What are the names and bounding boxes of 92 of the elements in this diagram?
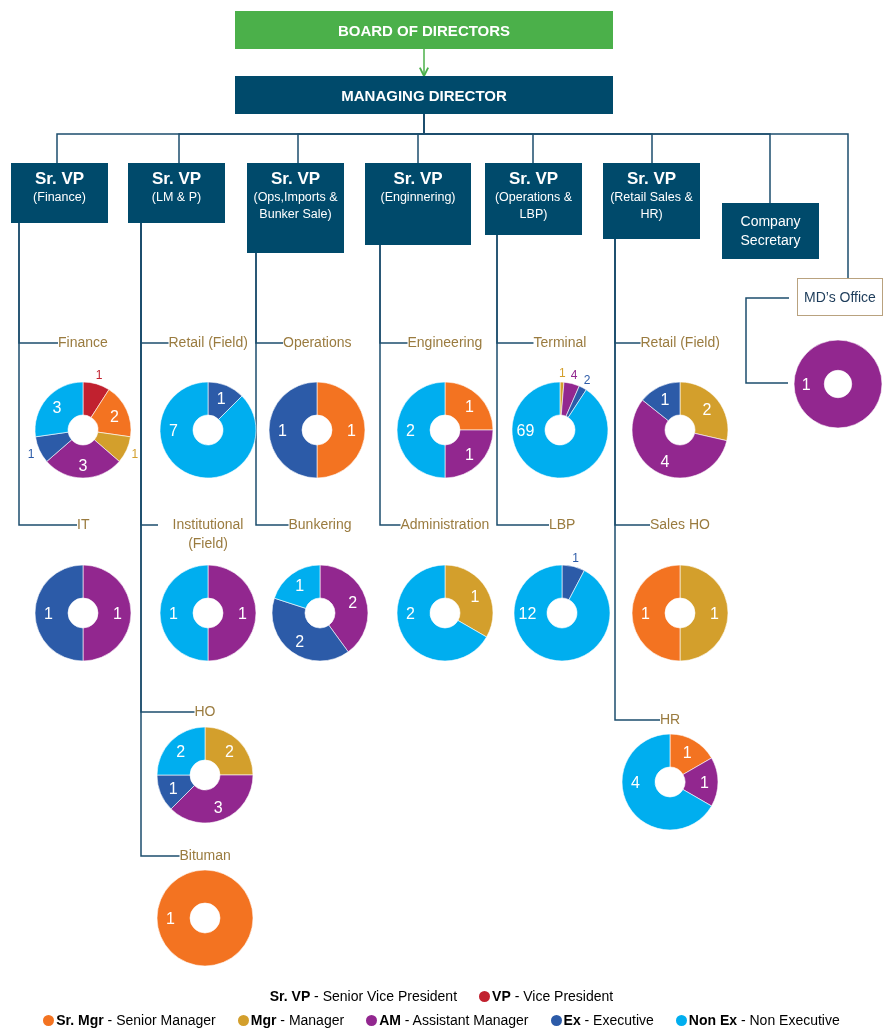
role-subtitle: (Operations & LBP) (493, 189, 574, 223)
slice-value: 3 (52, 399, 62, 417)
slice-value: 4 (660, 453, 670, 471)
slice-value: 1 (660, 390, 670, 408)
legend-text: AM - Assistant Manager (379, 1012, 529, 1028)
slice-value: 1 (682, 744, 692, 762)
slice-value: 1 (238, 605, 247, 622)
department-label: Retail (Field) (640, 333, 720, 352)
legend-text: Sr. Mgr - Senior Manager (56, 1012, 216, 1028)
role-subtitle: (Ops,Imports & Bunker Sale) (252, 189, 339, 223)
slice-value: 1 (166, 910, 175, 927)
slice-value: 1 (801, 376, 811, 393)
slice-value: 4 (631, 774, 640, 791)
department-label: Bunkering (288, 515, 352, 534)
slice-value: 1 (168, 780, 178, 798)
slice-value: 2 (702, 400, 712, 418)
slice-value: 1 (44, 605, 53, 622)
role-subtitle: (Enginnering) (379, 189, 457, 206)
slice-value: 1 (131, 446, 139, 461)
role-box: Company Secretary (722, 203, 819, 259)
role-title: Sr. VP (393, 169, 443, 189)
department-label: Retail (Field) (168, 333, 248, 352)
department-label: HR (660, 710, 681, 729)
legend-text: Non Ex - Non Executive (688, 1012, 840, 1028)
slice-value: 1 (216, 390, 226, 408)
department-label: Engineering (407, 333, 483, 352)
department-label: Institutional (Field) (158, 515, 258, 553)
slice-value: 1 (278, 422, 287, 439)
slice-value: 1 (470, 587, 480, 605)
slice-value: 1 (113, 605, 122, 622)
role-subtitle: (Finance) (32, 189, 87, 206)
department-label: Terminal (533, 333, 587, 352)
role-box (485, 163, 582, 235)
role-box (247, 163, 344, 253)
slice-value: 2 (406, 605, 415, 622)
role-title: Sr. VP (34, 169, 85, 189)
slice-value: 1 (95, 368, 103, 383)
slice-value: 12 (518, 605, 537, 622)
connector-line (614, 238, 661, 721)
slice-value: 3 (78, 456, 88, 474)
role-box (11, 163, 108, 223)
slice-value: 3 (213, 798, 223, 816)
role-title: Sr. VP (508, 169, 559, 189)
slice-value: 1 (347, 422, 356, 439)
slice-value: 2 (406, 422, 415, 439)
slice-value: 1 (464, 397, 474, 415)
role-subtitle: (Retail Sales & HR) (609, 189, 694, 223)
slice-value: 1 (464, 446, 474, 464)
slice-value: 2 (583, 372, 591, 387)
role-box (128, 163, 225, 223)
slice-value: 1 (295, 577, 305, 595)
connector-line (255, 252, 290, 526)
role-box: MANAGING DIRECTOR (235, 76, 613, 114)
board-box: BOARD OF DIRECTORS (235, 11, 613, 49)
connector-line (379, 244, 402, 526)
slice-value: 69 (516, 422, 535, 439)
slice-value: 2 (109, 407, 119, 425)
department-label: Operations (283, 333, 352, 352)
legend-text: VP - Vice President (492, 988, 614, 1004)
role-subtitle: (LM & P) (150, 189, 203, 206)
arrow (418, 48, 430, 77)
role-title: Sr. VP (626, 169, 677, 189)
slice-value: 2 (224, 742, 234, 760)
department-label: Bituman (179, 846, 231, 865)
legend-text: Sr. VP - Senior Vice President (269, 988, 458, 1004)
legend-text: Ex - Executive (563, 1012, 654, 1028)
slice-value: 1 (27, 446, 35, 461)
role-title: Sr. VP (270, 169, 321, 189)
slice-value: 1 (572, 550, 579, 565)
department-label: Administration (400, 515, 490, 534)
slice-value: 1 (559, 366, 566, 380)
role-title: Sr. VP (151, 169, 202, 189)
slice-value: 1 (169, 605, 178, 622)
role-box (365, 163, 471, 245)
slice-value: 1 (710, 605, 719, 622)
slice-value: 2 (295, 632, 305, 650)
department-label: IT (77, 515, 90, 534)
department-label: Sales HO (650, 515, 710, 534)
slice-value: 7 (169, 422, 178, 439)
legend-text: Mgr - Manager (250, 1012, 345, 1028)
connector-line (496, 234, 550, 526)
department-label: Finance (58, 333, 108, 352)
department-label: LBP (549, 515, 576, 534)
office-box: MD’s Office (797, 278, 883, 316)
slice-value: 2 (348, 594, 358, 612)
slice-value: 2 (176, 742, 186, 760)
slice-value: 1 (641, 605, 650, 622)
connector-line (18, 222, 78, 526)
slice-value: 4 (570, 367, 578, 382)
role-box (603, 163, 700, 239)
department-label: HO (194, 702, 216, 721)
slice-value: 1 (700, 774, 709, 791)
